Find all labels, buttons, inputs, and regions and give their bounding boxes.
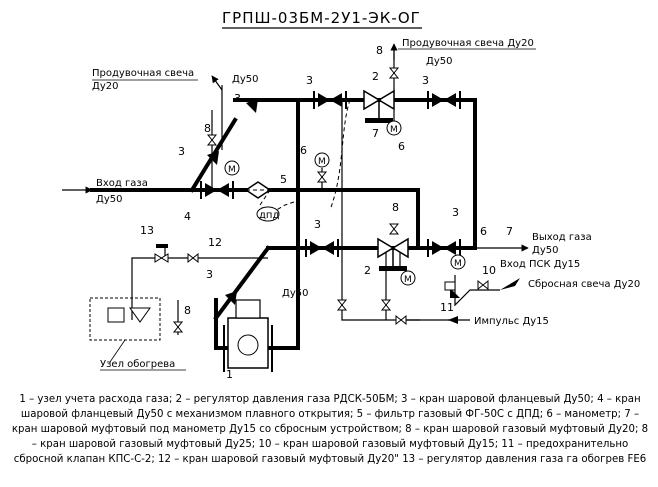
position-number: 13 bbox=[140, 224, 154, 237]
position-number: 3 bbox=[206, 268, 213, 281]
scheme-title: ГРПШ-03БМ-2У1-ЭК-ОГ bbox=[222, 9, 421, 27]
regulator-impulse-line bbox=[329, 99, 351, 211]
svg-text:M: M bbox=[390, 125, 398, 135]
purge-left-arrow bbox=[211, 75, 223, 91]
heater-label: Узел обогрева bbox=[100, 359, 175, 370]
relief-purge-label: Сбросная свеча Ду20 bbox=[528, 279, 640, 290]
heater-regulator-icon bbox=[154, 244, 169, 263]
position-number: 1 bbox=[226, 368, 233, 381]
manometer-icons: M M M M M bbox=[224, 120, 466, 286]
impulse-label: Импульс Ду15 bbox=[474, 316, 549, 327]
relief-valve-icon bbox=[444, 281, 460, 298]
purge-right-label: Продувочная свеча Ду20 bbox=[402, 38, 534, 49]
position-number: 8 bbox=[184, 304, 191, 317]
gas-meter-icon bbox=[227, 299, 269, 369]
position-number: 8 bbox=[204, 122, 211, 135]
svg-text:M: M bbox=[228, 165, 236, 175]
position-number: 8 bbox=[376, 44, 383, 57]
purge-left-size-label: Ду20 bbox=[92, 81, 118, 92]
ball-valve-icon bbox=[217, 183, 229, 197]
ball-valve-icon bbox=[322, 241, 334, 255]
flanges bbox=[200, 91, 461, 372]
position-number: 10 bbox=[482, 264, 496, 277]
ball-valve-icon bbox=[246, 99, 258, 113]
position-number: 5 bbox=[280, 173, 287, 186]
regulator-icons bbox=[363, 89, 409, 271]
position-number: 7 bbox=[506, 225, 513, 238]
psk-inlet-label: Вход ПСК Ду15 bbox=[500, 259, 580, 270]
ball-valve-icon bbox=[310, 241, 322, 255]
inlet-label: Вход газа bbox=[96, 178, 148, 189]
ball-valve-icon bbox=[207, 151, 219, 165]
position-number: 3 bbox=[314, 218, 321, 231]
position-number: 6 bbox=[480, 225, 487, 238]
inlet-size-label: Ду50 bbox=[96, 194, 122, 205]
position-number: 3 bbox=[422, 74, 429, 87]
purge-left-label: Продувочная свеча bbox=[92, 68, 194, 79]
position-number: 12 bbox=[208, 236, 222, 249]
dn50-label-right: Ду50 bbox=[426, 56, 452, 67]
ball-valve-icon bbox=[225, 291, 237, 305]
position-number: 4 bbox=[184, 210, 191, 223]
outlet-label: Выход газа bbox=[532, 232, 592, 243]
position-number: 8 bbox=[392, 201, 399, 214]
position-number: 2 bbox=[364, 264, 371, 277]
svg-text:M: M bbox=[454, 259, 462, 269]
ball-valve-icon bbox=[318, 93, 330, 107]
filter-icon: дпд bbox=[244, 181, 280, 222]
small-valve-icons bbox=[172, 67, 489, 333]
dn50-label-bottom: Ду50 bbox=[282, 288, 308, 299]
svg-text:M: M bbox=[318, 157, 326, 167]
position-number: 7 bbox=[372, 127, 379, 140]
position-number: 2 bbox=[372, 70, 379, 83]
position-numbers: 1 2 2 3 3 3 3 3 3 3 4 5 6 6 6 7 7 8 8 8 … bbox=[140, 44, 513, 381]
ball-valve-icon bbox=[432, 93, 444, 107]
ball-valve-icon bbox=[330, 93, 342, 107]
position-number: 6 bbox=[398, 140, 405, 153]
position-number: 6 bbox=[300, 144, 307, 157]
position-number: 3 bbox=[306, 74, 313, 87]
position-number: 3 bbox=[178, 145, 185, 158]
ball-valve-icon bbox=[444, 93, 456, 107]
heater-unit bbox=[89, 297, 161, 363]
position-number: 3 bbox=[452, 206, 459, 219]
dpd-label: дпд bbox=[259, 210, 279, 221]
legend: 1 – узел учета расхода газа; 2 – регулят… bbox=[11, 394, 649, 465]
svg-text:M: M bbox=[404, 275, 412, 285]
gas-regulating-point-scheme: ГРПШ-03БМ-2У1-ЭК-ОГ bbox=[62, 9, 640, 381]
ball-valve-icon bbox=[205, 183, 217, 197]
position-number: 3 bbox=[234, 92, 241, 105]
ball-valve-icon bbox=[432, 241, 444, 255]
dn50-label-top: Ду50 bbox=[232, 74, 258, 85]
outlet-size-label: Ду50 bbox=[532, 245, 558, 256]
position-number: 11 bbox=[440, 301, 454, 314]
valve-icons bbox=[205, 93, 456, 305]
ball-valve-icon bbox=[444, 241, 456, 255]
